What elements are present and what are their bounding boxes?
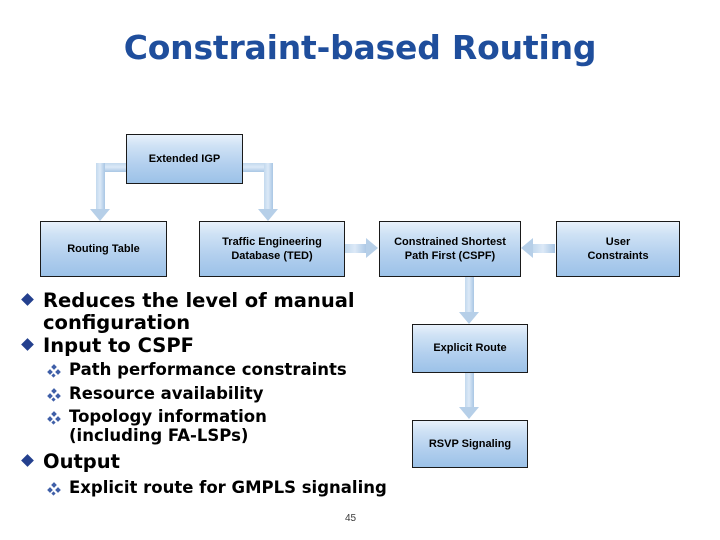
diagram-box-user-constraints-line2: Constraints — [587, 250, 649, 262]
diagram-box-ted[interactable]: Traffic Engineering Database (TED) — [199, 221, 345, 277]
diamond-cluster-bullet-icon — [47, 387, 61, 402]
bullet-text: Output — [43, 450, 120, 474]
diagram-box-cspf-label: Constrained Shortest Path First (CSPF) — [386, 235, 514, 263]
page-title: Constraint-based Routing — [123, 28, 597, 67]
sub-bullet-item: Path performance constraints — [22, 360, 417, 380]
bullet-text: Reduces the level of manual — [43, 289, 355, 312]
arrow-ted-to-cspf-shaft — [345, 244, 367, 253]
bullet-text: configuration — [43, 311, 191, 335]
sub-bullet-item: Topology information — [22, 407, 417, 427]
diagram-box-extended-igp-label: Extended IGP — [148, 152, 221, 165]
diagram-box-routing-table[interactable]: Routing Table — [40, 221, 167, 277]
bullet-item: Reduces the level of manual — [21, 289, 417, 312]
arrow-explicit-route-to-rsvp-shaft — [465, 373, 474, 408]
bullet-item: Input to CSPF — [21, 334, 417, 358]
diagram-box-extended-igp[interactable]: Extended IGP — [126, 134, 243, 184]
arrow-explicit-route-to-rsvp-head — [459, 407, 479, 419]
sub-bullet-item: Explicit route for GMPLS signaling — [22, 478, 417, 498]
diamond-cluster-bullet-icon — [47, 364, 61, 378]
sub-bullet-text: Explicit route for GMPLS signaling — [69, 478, 387, 498]
diagram-box-user-constraints[interactable]: User Constraints — [556, 221, 680, 277]
diagram-box-cspf-line2: Path First (CSPF) — [404, 250, 496, 262]
bullet-item-continuation: configuration — [22, 312, 417, 333]
diamond-cluster-bullet-icon — [47, 411, 61, 425]
page-number: 45 — [345, 513, 357, 524]
diamond-bullet-icon — [21, 338, 34, 351]
diagram-box-explicit-route-label: Explicit Route — [433, 342, 507, 355]
diagram-box-rsvp-signaling[interactable]: RSVP Signaling — [412, 420, 528, 468]
diagram-box-routing-table-label: Routing Table — [67, 242, 140, 255]
sub-bullet-text: Path performance constraints — [69, 360, 347, 380]
diagram-box-cspf-line1: Constrained Shortest — [394, 235, 506, 248]
arrow-user-constraints-to-cspf-head — [521, 238, 533, 258]
diagram-box-explicit-route[interactable]: Explicit Route — [412, 324, 528, 373]
diagram-box-ted-line2: Database (TED) — [231, 250, 313, 262]
arrow-user-constraints-to-cspf-shaft — [533, 244, 555, 253]
sub-bullet-item: Resource availability — [22, 383, 417, 403]
arrow-cspf-to-explicit-route-shaft — [465, 277, 474, 313]
sub-bullet-text: (including FA-LSPs) — [69, 425, 249, 445]
arrow-igp-to-routing-table-shaft — [96, 163, 105, 210]
diamond-bullet-icon — [21, 293, 34, 306]
arrow-igp-to-routing-table-head — [90, 209, 110, 221]
arrow-igp-to-ted-shaft — [264, 163, 273, 210]
diamond-cluster-bullet-icon — [47, 482, 61, 496]
diagram-box-cspf[interactable]: Constrained Shortest Path First (CSPF) — [379, 221, 521, 277]
sub-bullet-text: Topology information — [69, 407, 267, 427]
bullet-text: Input to CSPF — [43, 334, 194, 358]
diagram-box-user-constraints-line1: User — [605, 235, 631, 248]
arrow-igp-to-ted-horizontal — [241, 163, 273, 172]
sub-bullet-item-continuation: (including FA-LSPs) — [22, 425, 417, 445]
diagram-box-ted-line1: Traffic Engineering — [222, 235, 322, 248]
diagram-box-ted-label: Traffic Engineering Database (TED) — [214, 235, 330, 263]
arrow-ted-to-cspf-head — [366, 238, 378, 258]
bullet-item: Output — [21, 450, 417, 474]
sub-bullet-text: Resource availability — [69, 383, 264, 403]
diagram-box-rsvp-signaling-label: RSVP Signaling — [428, 437, 512, 450]
arrow-igp-to-ted-head — [258, 209, 278, 221]
diagram-box-user-constraints-label: User Constraints — [579, 235, 656, 263]
bullet-list: Reduces the level of manual configuratio… — [21, 289, 417, 498]
arrow-igp-to-routing-table-horizontal — [96, 163, 128, 172]
diamond-bullet-icon — [21, 454, 34, 467]
arrow-cspf-to-explicit-route-head — [459, 312, 479, 324]
